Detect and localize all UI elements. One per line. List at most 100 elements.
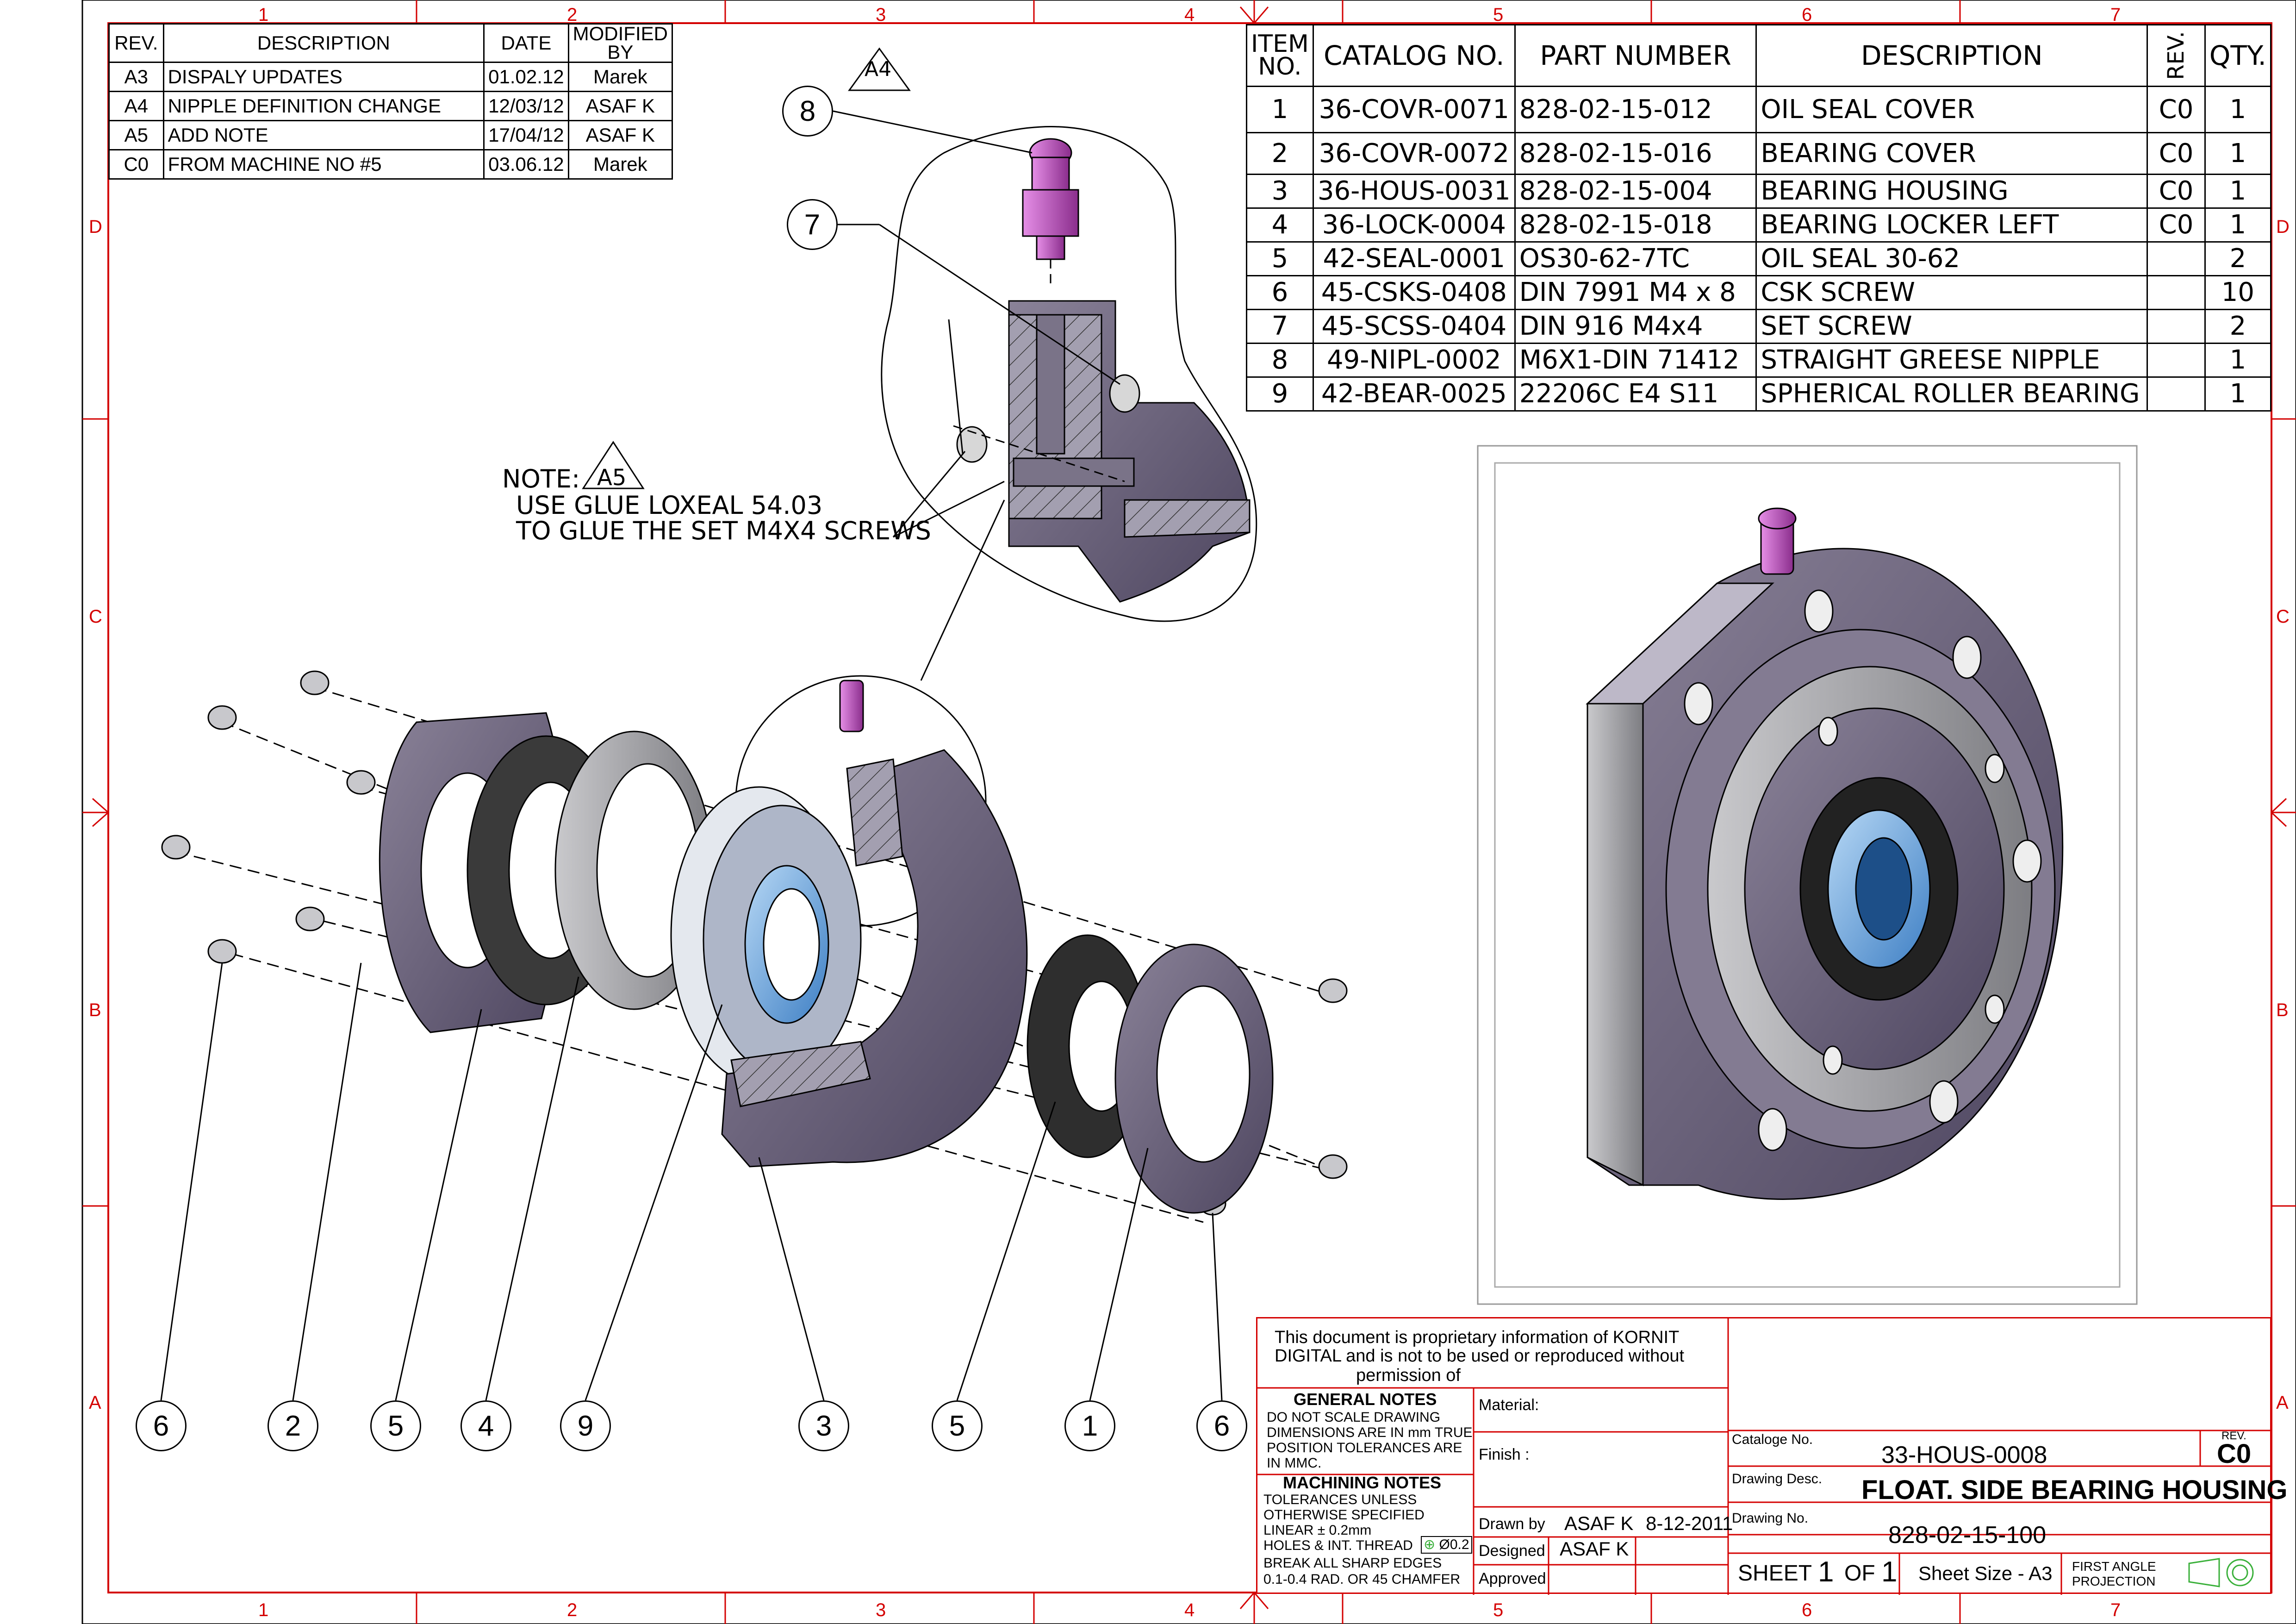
position-tolerance-box: ⊕ Ø0.2	[1421, 1536, 1472, 1554]
bom-catalog-cell: 45-CSKS-0408	[1312, 275, 1516, 310]
bom-catalog-cell: 36-LOCK-0004	[1312, 207, 1516, 243]
bom-item-cell: 9	[1246, 376, 1314, 412]
bom-description-cell: BEARING HOUSING	[1755, 174, 2148, 209]
balloon-item-9: 9	[560, 1400, 611, 1451]
col-label-5: 5	[1493, 5, 1504, 25]
bearing-housing-part	[721, 749, 1028, 1168]
note-line-1: USE GLUE LOXEAL 54.03	[516, 491, 823, 520]
rev-cell: A3	[108, 62, 164, 92]
col-label-7: 7	[2110, 5, 2121, 25]
bom-catalog-cell: 45-SCSS-0404	[1312, 309, 1516, 344]
bom-part-cell: 828-02-15-012	[1514, 86, 1757, 133]
col-label-5-bottom: 5	[1493, 1600, 1504, 1620]
rev-by-cell: Marek	[567, 62, 673, 92]
machining-note-line: 0.1-0.4 RAD. OR 45 CHAMFER	[1263, 1572, 1461, 1587]
drawing-number: 828-02-15-100	[1888, 1522, 2047, 1549]
catalog-label: Cataloge No.	[1732, 1432, 1813, 1447]
col-label-1-bottom: 1	[258, 1600, 269, 1620]
bom-header-part: PART NUMBER	[1514, 24, 1757, 87]
rev-by-cell: ASAF K	[567, 120, 673, 150]
rev-cell: A4	[108, 91, 164, 121]
bom-part-cell: M6X1-DIN 71412	[1514, 343, 1757, 378]
row-label-d: D	[89, 217, 102, 237]
isometric-view	[1477, 445, 2138, 1305]
bom-item-cell: 8	[1246, 343, 1314, 378]
balloon-item-5: 5	[370, 1400, 421, 1451]
col-label-3: 3	[876, 5, 886, 25]
bom-item-cell: 7	[1246, 309, 1314, 344]
rev-date-cell: 12/03/12	[483, 91, 569, 121]
rev-desc-cell: FROM MACHINE NO #5	[162, 149, 485, 180]
bom-row: 3 36-HOUS-0031 828-02-15-004 BEARING HOU…	[1246, 174, 2272, 209]
sheet-word: SHEET	[1738, 1561, 1812, 1586]
proprietary-line-2: DIGITAL and is not to be used or reprodu…	[1275, 1346, 1685, 1366]
bom-item-cell: 4	[1246, 207, 1314, 243]
revision-row: C0 FROM MACHINE NO #5 03.06.12 Marek	[108, 149, 673, 180]
balloon-item-8: 8	[782, 86, 833, 137]
col-label-2: 2	[567, 5, 578, 25]
bom-description-cell: BEARING LOCKER LEFT	[1755, 207, 2148, 243]
note-label: NOTE:	[502, 464, 580, 493]
bom-rev-cell	[2147, 309, 2206, 344]
revision-row: A5 ADD NOTE 17/04/12 ASAF K	[108, 120, 673, 150]
machining-note-line: TOLERANCES UNLESS	[1263, 1492, 1417, 1507]
bom-item-cell: 6	[1246, 275, 1314, 310]
bom-part-cell: DIN 916 M4x4	[1514, 309, 1757, 344]
col-label-7-bottom: 7	[2110, 1600, 2121, 1620]
general-notes-title: GENERAL NOTES	[1294, 1390, 1437, 1409]
machining-note-line: BREAK ALL SHARP EDGES	[1263, 1555, 1442, 1571]
note-rev-tag: A5	[597, 465, 627, 491]
bom-catalog-cell: 36-COVR-0071	[1312, 86, 1516, 133]
bom-qty-cell: 1	[2204, 174, 2272, 209]
bom-qty-cell: 2	[2204, 309, 2272, 344]
first-angle-projection-icon	[2188, 1558, 2254, 1587]
note-line-2: TO GLUE THE SET M4X4 SCREWS	[516, 516, 931, 545]
balloon-item-6b: 6	[1196, 1400, 1247, 1451]
bom-catalog-cell: 42-BEAR-0025	[1312, 376, 1516, 412]
rev-cell: A5	[108, 120, 164, 150]
bom-catalog-cell: 49-NIPL-0002	[1312, 343, 1516, 378]
bom-catalog-cell: 36-COVR-0072	[1312, 132, 1516, 175]
col-label-6-bottom: 6	[1802, 1600, 1812, 1620]
bom-header-description: DESCRIPTION	[1755, 24, 2148, 87]
rev-by-cell: Marek	[567, 149, 673, 180]
drawing-description: FLOAT. SIDE BEARING HOUSING	[1861, 1475, 2288, 1505]
designed-label: Designed	[1479, 1542, 1545, 1560]
set-screw-detail	[956, 374, 1140, 463]
row-label-b: B	[89, 1000, 101, 1020]
rev-desc-cell: DISPALY UPDATES	[162, 62, 485, 92]
bom-qty-cell: 1	[2204, 376, 2272, 412]
rev-header-modified-by: MODIFIED BY	[567, 23, 673, 63]
bom-description-cell: OIL SEAL 30-62	[1755, 241, 2148, 276]
rev-cell: C0	[108, 149, 164, 180]
row-label-a: A	[89, 1393, 101, 1413]
projection-line-1: FIRST ANGLE	[2072, 1559, 2156, 1574]
col-label-4: 4	[1184, 5, 1195, 25]
of-word: OF	[1844, 1561, 1875, 1586]
bom-item-cell: 5	[1246, 241, 1314, 276]
drawn-by-value: ASAF K	[1564, 1512, 1634, 1534]
balloon-item-5b: 5	[932, 1400, 983, 1451]
bom-header-qty: QTY.	[2204, 24, 2272, 87]
revision-table: REV. DESCRIPTION DATE MODIFIED BY A3 DIS…	[108, 23, 673, 180]
position-symbol-icon: ⊕	[1424, 1537, 1436, 1552]
rev-by-cell: ASAF K	[567, 91, 673, 121]
note-rev-triangle	[582, 441, 645, 489]
rev-header-description: DESCRIPTION	[162, 23, 485, 63]
drawn-date-value: 8-12-2011	[1646, 1512, 1733, 1534]
bom-catalog-cell: 42-SEAL-0001	[1312, 241, 1516, 276]
rev-date-cell: 01.02.12	[483, 62, 569, 92]
row-label-c: C	[89, 606, 102, 627]
rev-date-cell: 03.06.12	[483, 149, 569, 180]
bom-description-cell: STRAIGHT GREESE NIPPLE	[1755, 343, 2148, 378]
bom-rev-cell	[2147, 275, 2206, 310]
balloon-item-6: 6	[136, 1400, 187, 1451]
general-note-line: POSITION TOLERANCES ARE	[1267, 1440, 1462, 1455]
bom-rev-cell: C0	[2147, 174, 2206, 209]
approved-label: Approved	[1479, 1570, 1546, 1587]
bom-rev-cell	[2147, 241, 2206, 276]
bom-table: ITEM NO. CATALOG NO. PART NUMBER DESCRIP…	[1246, 24, 2272, 412]
bom-row: 7 45-SCSS-0404 DIN 916 M4x4 SET SCREW 2	[1246, 309, 2272, 344]
bom-item-cell: 3	[1246, 174, 1314, 209]
